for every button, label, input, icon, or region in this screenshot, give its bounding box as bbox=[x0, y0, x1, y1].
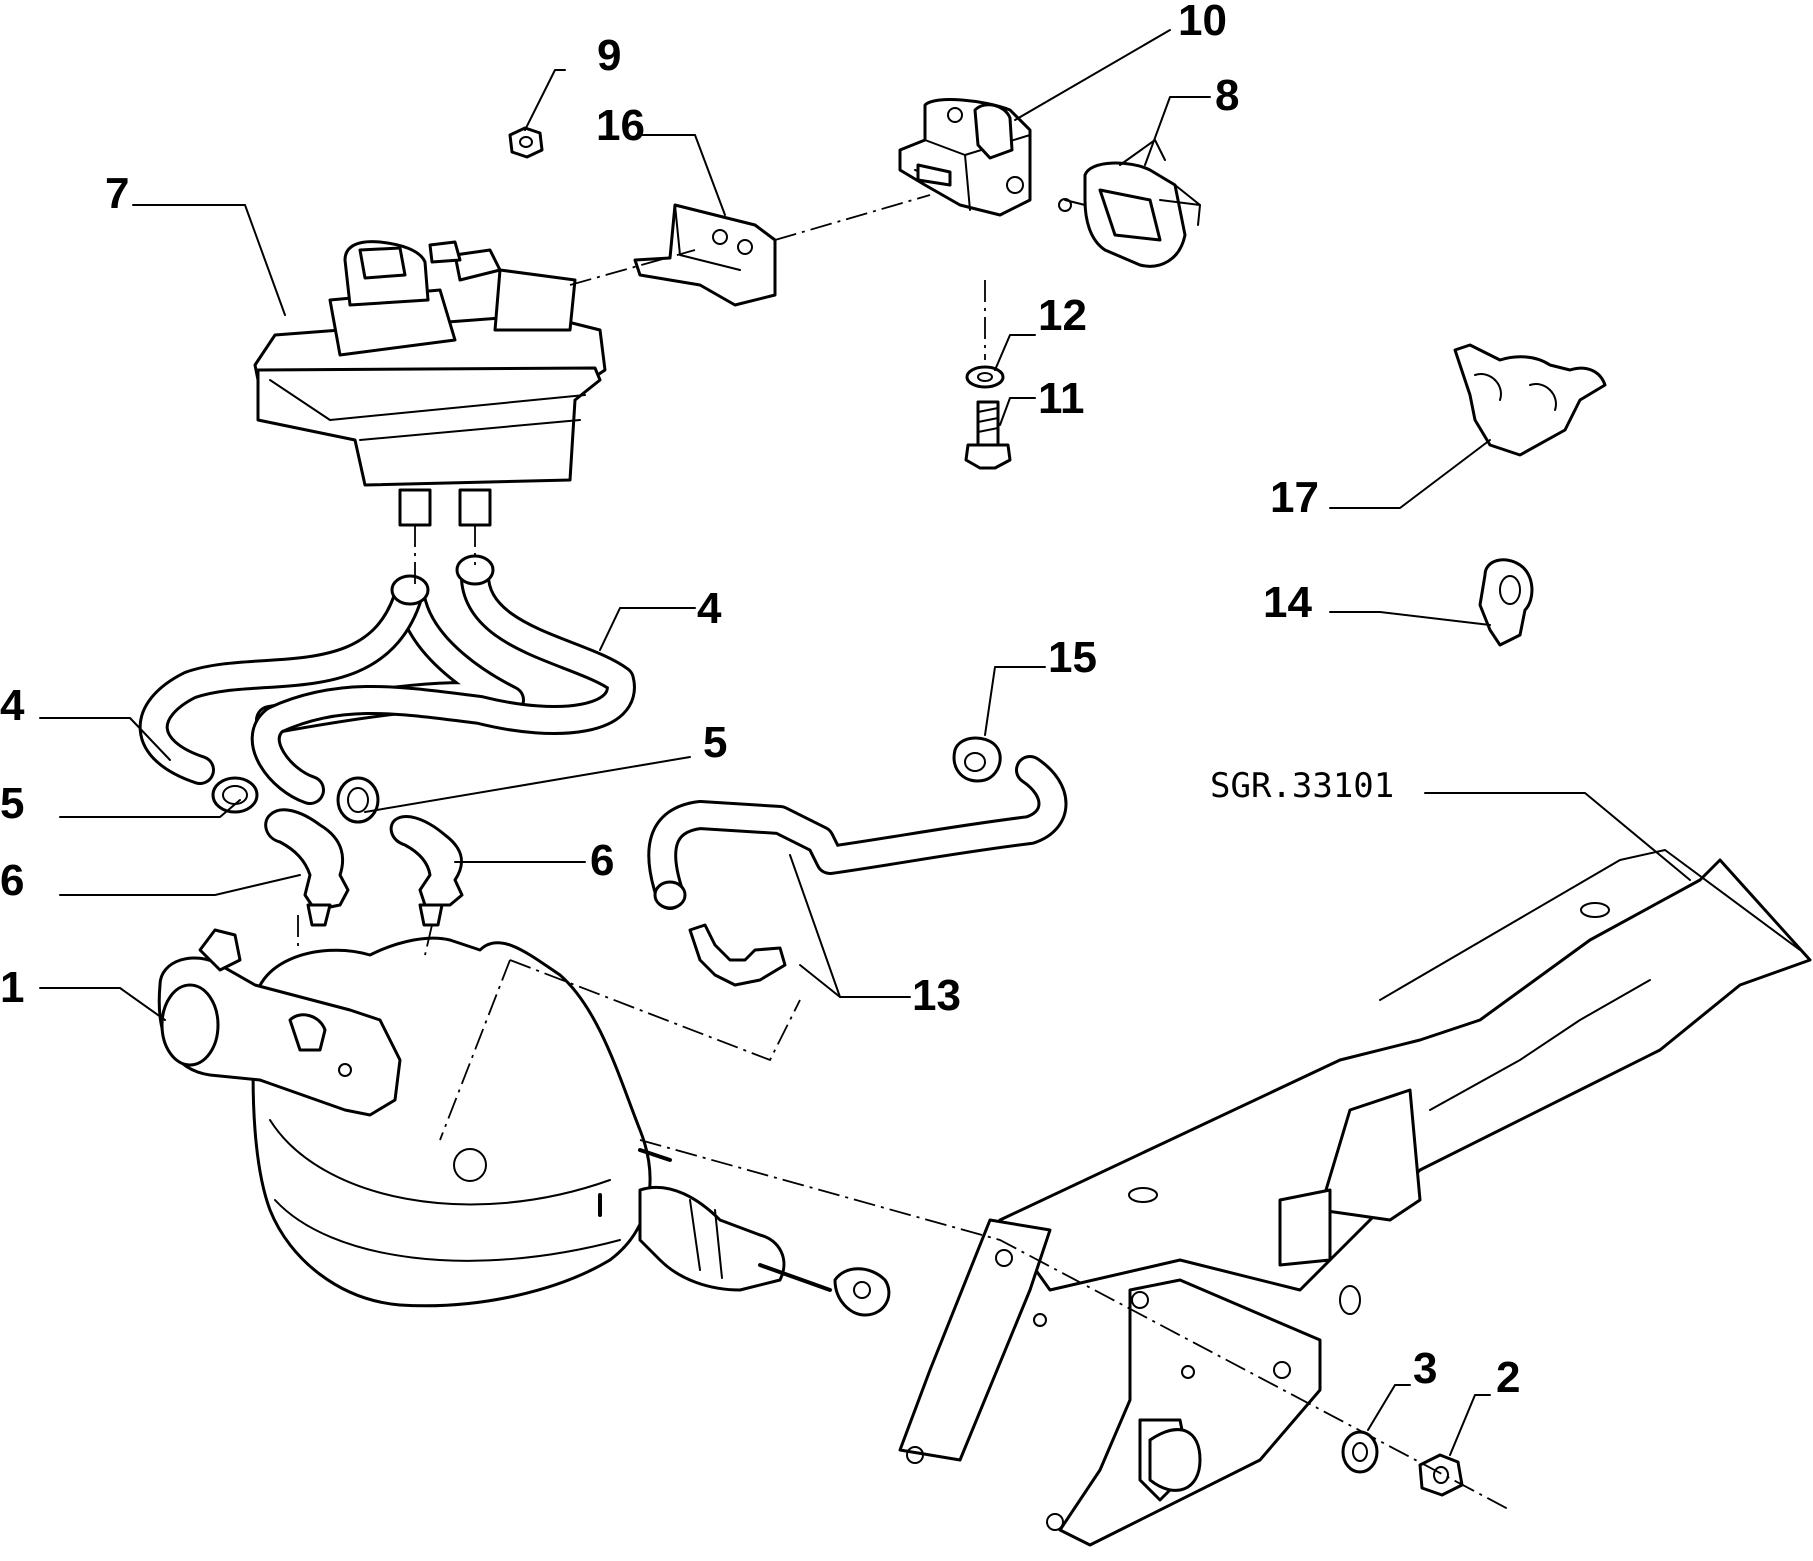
callout-label: 14 bbox=[1263, 578, 1312, 627]
callout-label: 10 bbox=[1178, 0, 1227, 45]
reservoir-bracket bbox=[633, 203, 777, 307]
drawing-reference-code: SGR.33101 bbox=[1210, 766, 1394, 806]
vacuum-line bbox=[647, 755, 1068, 987]
callout-label: 6 bbox=[590, 836, 614, 885]
callout-label: 4 bbox=[0, 681, 25, 730]
nut-washer bbox=[1341, 1430, 1379, 1474]
callout-label: 1 bbox=[0, 963, 24, 1012]
callout-label: 11 bbox=[1038, 374, 1085, 423]
pedal-bracket bbox=[898, 849, 1812, 1547]
callout-label: 5 bbox=[0, 779, 24, 828]
callout-label: 3 bbox=[1413, 1344, 1437, 1393]
callout-label: 2 bbox=[1496, 1353, 1520, 1402]
alignment-lines bbox=[297, 194, 1511, 1511]
washer bbox=[965, 365, 1005, 389]
leader-lines bbox=[39, 29, 1691, 1456]
callout-labels: 1 2 3 4 4 5 5 6 6 7 8 9 10 11 12 13 14 1… bbox=[0, 0, 1520, 1402]
callout-label: 5 bbox=[703, 718, 727, 767]
vacuum-clamp bbox=[952, 736, 1002, 783]
elbow-fittings bbox=[264, 808, 464, 927]
hose-clip bbox=[1453, 343, 1607, 457]
callout-label: 9 bbox=[597, 31, 621, 80]
callout-label: 16 bbox=[596, 101, 645, 150]
nut-top bbox=[508, 126, 544, 159]
callout-label: 17 bbox=[1270, 473, 1319, 522]
grommet bbox=[1478, 558, 1534, 647]
brake-servo-master-cylinder bbox=[157, 928, 891, 1317]
callout-label: 15 bbox=[1048, 633, 1097, 682]
callout-label: 7 bbox=[105, 169, 129, 218]
callout-label: 12 bbox=[1038, 291, 1087, 340]
callout-label: 8 bbox=[1215, 71, 1239, 120]
pedal-switch-bracket bbox=[898, 98, 1032, 217]
callout-label: 6 bbox=[0, 856, 24, 905]
callout-label: 13 bbox=[912, 971, 961, 1020]
hoses bbox=[138, 554, 636, 805]
stop-lamp-switch bbox=[1058, 139, 1201, 268]
nut bbox=[1418, 1453, 1464, 1497]
brake-fluid-reservoir bbox=[253, 240, 607, 527]
bolt bbox=[964, 400, 1012, 470]
callout-label: 4 bbox=[697, 584, 722, 633]
